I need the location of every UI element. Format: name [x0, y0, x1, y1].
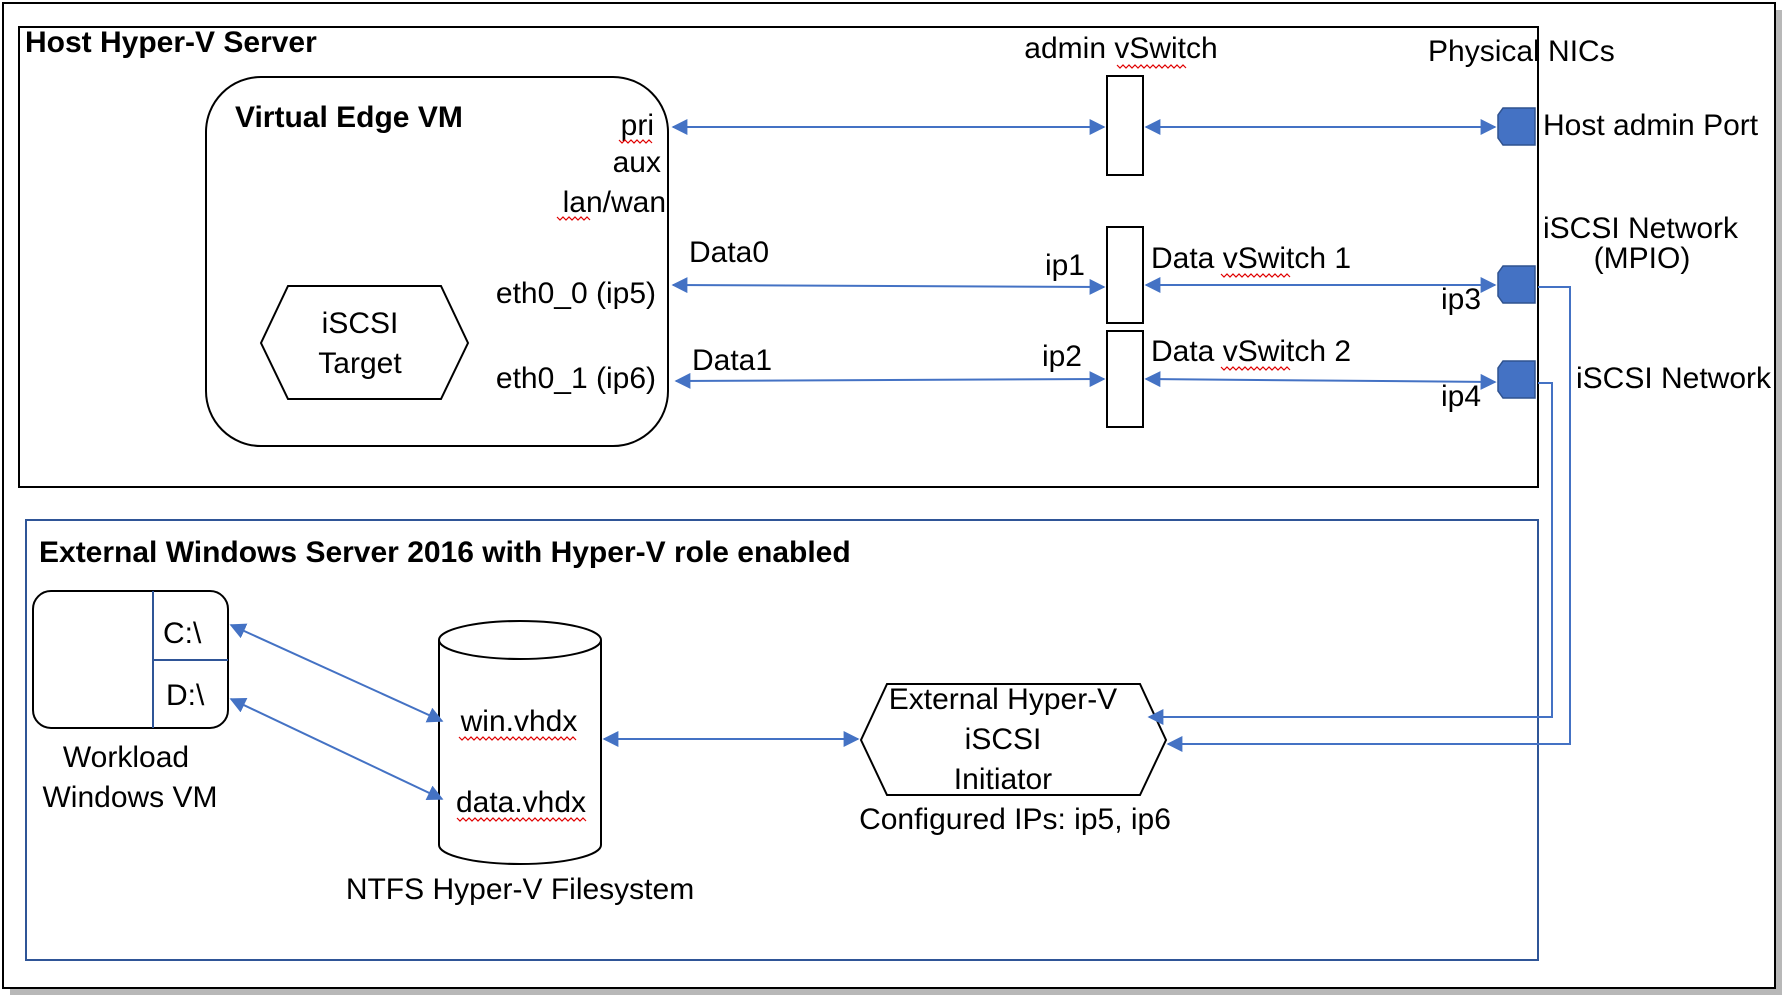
port-lan-wan: lan/wan	[563, 186, 666, 219]
spellcheck-data	[456, 817, 587, 822]
link-eth0-1-vswitch2	[674, 371, 1106, 389]
iscsi-nic-icon	[1497, 360, 1536, 399]
spellcheck-vswitch1	[1220, 273, 1291, 278]
iscsi-network-label: iSCSI Network	[1576, 362, 1772, 395]
ip2-label: ip2	[1042, 340, 1082, 373]
iscsi-mpio-nic-icon	[1497, 265, 1536, 304]
spellcheck-vswitch2	[1220, 366, 1291, 371]
disk-data-label: data.vhdx	[456, 786, 586, 819]
initiator-label-1: External Hyper-V	[889, 683, 1117, 716]
drive-c-label: C:\	[163, 617, 202, 650]
external-server-title: External Windows Server 2016 with Hyper-…	[39, 536, 851, 569]
initiator-label-3: Initiator	[954, 763, 1052, 796]
virtual-edge-vm-title: Virtual Edge VM	[235, 101, 463, 134]
spellcheck-win	[458, 736, 577, 741]
data-vswitch-1-label: Data vSwitch 1	[1151, 242, 1351, 275]
spellcheck-vswitch	[1116, 64, 1187, 69]
admin-vswitch-label: admin vSwitch	[1024, 32, 1217, 65]
spellcheck-pri	[618, 139, 653, 144]
host-server-title: Host Hyper-V Server	[25, 26, 317, 59]
iscsi-initiator-hexagon	[859, 683, 1168, 796]
configured-ips-label: Configured IPs: ip5, ip6	[859, 803, 1171, 836]
ip4-label: ip4	[1441, 380, 1481, 413]
ip1-label: ip1	[1045, 249, 1085, 282]
spellcheck-lan	[556, 216, 591, 221]
link-vswitch2-nic	[1144, 371, 1497, 390]
external-server-box	[25, 519, 1539, 961]
physical-nics-label: Physical NICs	[1428, 35, 1615, 68]
initiator-label-2: iSCSI	[965, 723, 1042, 756]
port-aux: aux	[613, 146, 661, 179]
disk-win-label: win.vhdx	[460, 705, 578, 738]
iscsi-target-label-2: Target	[318, 347, 402, 380]
port-eth0-0: eth0_0 (ip5)	[496, 277, 656, 310]
host-admin-port-label: Host admin Port	[1543, 109, 1759, 142]
filesystem-label: NTFS Hyper-V Filesystem	[346, 873, 694, 906]
iscsi-target-hexagon	[259, 285, 470, 400]
port-pri: pri	[621, 109, 654, 142]
data-vswitch-1	[1106, 226, 1144, 324]
ip3-label: ip3	[1441, 283, 1481, 316]
admin-vswitch	[1106, 75, 1144, 176]
iscsi-path-network	[1147, 382, 1553, 725]
data1-label: Data1	[692, 344, 772, 377]
host-server-box	[18, 26, 1539, 488]
iscsi-mpio-label-2: (MPIO)	[1594, 242, 1691, 275]
iscsi-path-mpio	[1166, 286, 1571, 752]
workload-label-1: Workload	[63, 741, 189, 774]
link-eth0-0-vswitch1	[671, 277, 1106, 295]
data-vswitch-2	[1106, 330, 1144, 428]
iscsi-target-label-1: iSCSI	[322, 307, 399, 340]
data0-label: Data0	[689, 236, 769, 269]
link-drive-d-data-vhdx	[229, 697, 444, 801]
iscsi-mpio-label-1: iSCSI Network	[1543, 212, 1739, 245]
data-vswitch-2-label: Data vSwitch 2	[1151, 335, 1351, 368]
filesystem-cylinder-body	[438, 640, 602, 865]
workload-label-2: Windows VM	[42, 781, 217, 814]
port-eth0-1: eth0_1 (ip6)	[496, 362, 656, 395]
host-admin-nic-icon	[1497, 107, 1536, 146]
drive-d-label: D:\	[166, 679, 205, 712]
filesystem-cylinder-top	[438, 620, 602, 660]
